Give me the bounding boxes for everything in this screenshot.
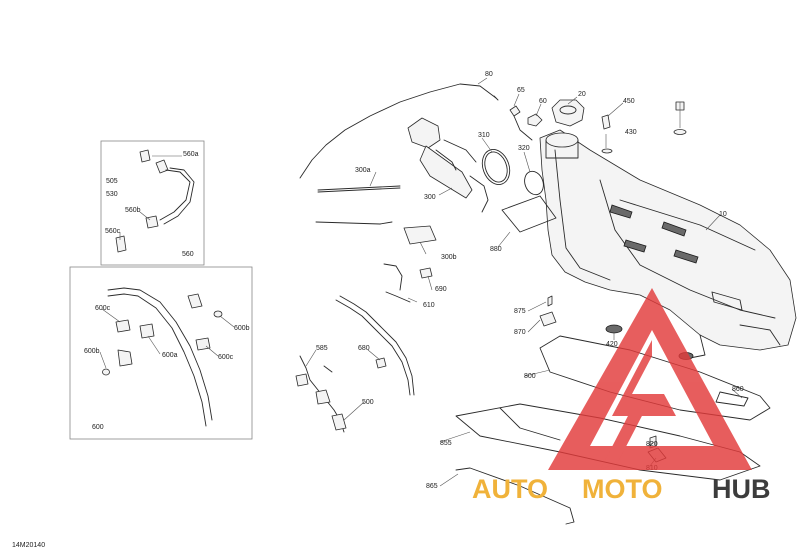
callout-800: 800 — [524, 373, 536, 380]
vent-tube — [299, 83, 497, 179]
callout-860: 860 — [732, 386, 744, 393]
tether-parts — [509, 105, 543, 141]
gasket-plate — [501, 195, 557, 233]
callout-500: 500 — [362, 399, 374, 406]
watermark-moto: MOTO — [582, 474, 663, 504]
callout-300a: 300a — [355, 167, 371, 174]
callout-820: 820 — [646, 441, 658, 448]
rubber-mount — [605, 324, 623, 334]
callout-560a: 560a — [183, 151, 199, 158]
o-ring — [481, 149, 511, 185]
callout-60: 60 — [539, 98, 547, 105]
callout-80: 80 — [485, 71, 493, 78]
vent-hose-assembly — [115, 149, 195, 253]
callout-420: 420 — [606, 341, 618, 348]
inset-box-vent-hose — [100, 140, 205, 266]
callout-875: 875 — [514, 308, 526, 315]
callout-560c: 560c — [105, 228, 121, 235]
callout-690: 690 — [435, 286, 447, 293]
callout-300b: 300b — [441, 254, 457, 261]
inset-box-fuel-line — [69, 266, 253, 440]
callout-530: 530 — [106, 191, 118, 198]
diagram-reference: 14M20140 — [12, 542, 45, 549]
callout-865: 865 — [426, 483, 438, 490]
callout-600c-right: 600c — [218, 354, 234, 361]
callout-450: 450 — [623, 98, 635, 105]
callout-600b-right: 600b — [234, 325, 250, 332]
fuel-line-assembly — [102, 287, 223, 427]
callout-560: 560 — [182, 251, 194, 258]
callout-855: 855 — [440, 440, 452, 447]
watermark-triangle-mark — [548, 288, 752, 470]
fuel-hose-assembly — [335, 263, 433, 396]
pump-filter — [403, 225, 437, 245]
callout-610: 610 — [423, 302, 435, 309]
callout-585: 585 — [316, 345, 328, 352]
fuel-level-sensor-rod — [317, 185, 401, 191]
watermark-text: AUTO MOTO HUB — [472, 474, 771, 504]
watermark-auto: AUTO — [472, 474, 548, 504]
callout-600b-left: 600b — [84, 348, 100, 355]
callout-560b: 560b — [125, 207, 141, 214]
callout-600c-left: 600c — [95, 305, 111, 312]
pump-connector-harness — [295, 355, 347, 433]
callout-600: 600 — [92, 424, 104, 431]
callout-20: 20 — [578, 91, 586, 98]
pump-wire — [315, 221, 393, 225]
callout-310: 310 — [478, 132, 490, 139]
watermark-hub: HUB — [712, 474, 771, 504]
callout-870: 870 — [514, 329, 526, 336]
tank-fasteners — [601, 101, 687, 154]
callout-labels: 10 20 60 65 80 300 300a 300b 310 320 420… — [84, 71, 744, 490]
callout-320: 320 — [518, 145, 530, 152]
callout-65: 65 — [517, 87, 525, 94]
callout-600a: 600a — [162, 352, 178, 359]
fuel-tank — [539, 129, 797, 359]
callout-505: 505 — [106, 178, 118, 185]
callout-300: 300 — [424, 194, 436, 201]
fuel-pump-module — [407, 117, 489, 213]
callout-430: 430 — [625, 129, 637, 136]
callout-680: 680 — [358, 345, 370, 352]
callout-leaders — [99, 77, 743, 487]
callout-880: 880 — [490, 246, 502, 253]
fuel-cap — [551, 99, 585, 127]
watermark-logo — [548, 288, 752, 470]
callout-10: 10 — [719, 211, 727, 218]
